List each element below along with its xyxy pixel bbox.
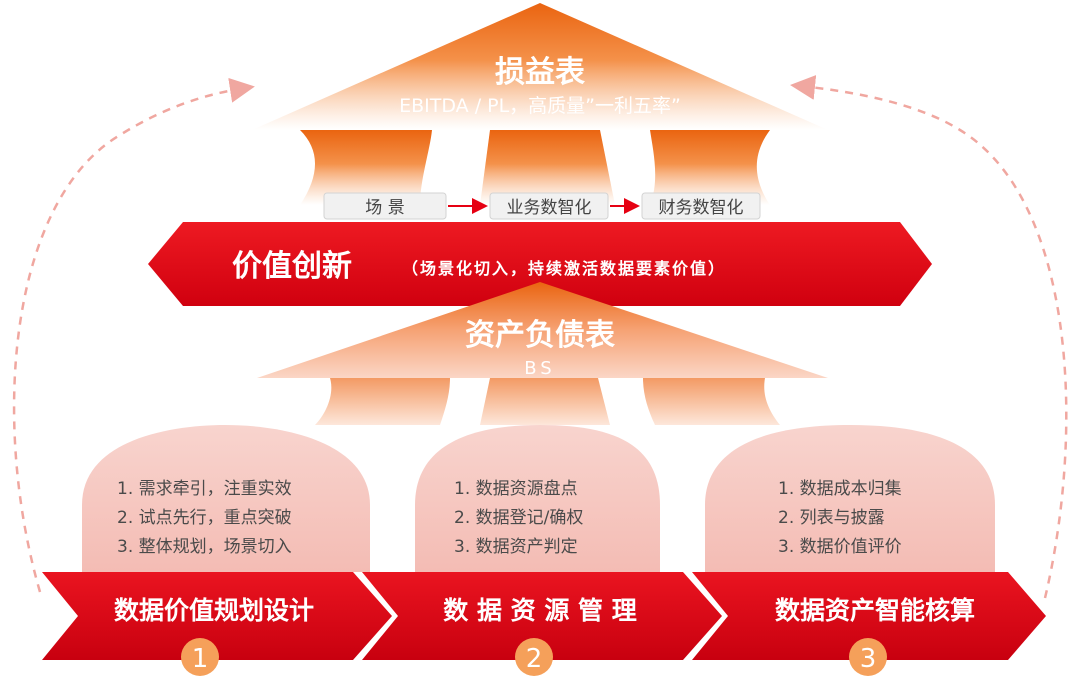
pillar-3-banner xyxy=(692,572,1046,660)
pillar-3-number: 3 xyxy=(860,644,877,674)
pillar-2-title: 数 据 资 源 管 理 xyxy=(443,596,637,625)
pillar-3-number-badge xyxy=(849,638,887,676)
flow-step-business xyxy=(489,192,609,220)
pillar-1-item-2: 2. 试点先行，重点突破 xyxy=(117,508,292,528)
flow-step-business-label: 业务数智化 xyxy=(507,198,592,218)
pillar-2-number-badge xyxy=(515,638,553,676)
pillar-1-number: 1 xyxy=(192,644,209,674)
innovation-banner xyxy=(148,222,932,306)
flow-step-scene xyxy=(323,192,447,220)
pillar-3-title: 数据资产智能核算 xyxy=(775,596,975,625)
middle-arrow xyxy=(257,282,828,425)
pillar-3-panel xyxy=(705,425,995,572)
middle-subtitle: BS xyxy=(524,358,555,379)
flow-step-finance-label: 财务数智化 xyxy=(659,198,744,218)
pillar-1-number-badge xyxy=(181,638,219,676)
top-subtitle: EBITDA / PL，高质量”一利五率” xyxy=(399,95,681,117)
pillar-1-banner xyxy=(42,572,392,660)
top-arrow xyxy=(252,3,828,205)
pillar-1-item-1: 1. 需求牵引，注重实效 xyxy=(117,479,292,499)
flow-row xyxy=(323,192,761,220)
top-title: 损益表 xyxy=(495,55,585,90)
pillar-2-item-1: 1. 数据资源盘点 xyxy=(454,479,578,499)
pillar-3-item-1: 1. 数据成本归集 xyxy=(778,479,902,499)
flow-step-scene-label: 场 景 xyxy=(365,198,404,218)
flow-step-finance xyxy=(641,192,761,220)
pillar-3-item-2: 2. 列表与披露 xyxy=(778,508,885,528)
pillar-2-number: 2 xyxy=(526,644,543,674)
innovation-note: （场景化切入，持续激活数据要素价值） xyxy=(402,259,726,278)
pillar-1-panel xyxy=(82,425,370,572)
middle-title: 资产负债表 xyxy=(465,318,615,353)
pillar-1-item-3: 3. 整体规划，场景切入 xyxy=(117,537,292,557)
pillar-2-panel xyxy=(415,425,660,572)
pillar-2-banner xyxy=(362,572,722,660)
right-dashed-arrow xyxy=(790,75,1068,599)
pillar-3-item-3: 3. 数据价值评价 xyxy=(778,537,902,557)
pillar-2-item-2: 2. 数据登记/确权 xyxy=(454,508,583,528)
pillar-1-title: 数据价值规划设计 xyxy=(114,596,314,625)
pillar-2-item-3: 3. 数据资产判定 xyxy=(454,537,578,557)
innovation-title: 价值创新 xyxy=(232,249,352,284)
